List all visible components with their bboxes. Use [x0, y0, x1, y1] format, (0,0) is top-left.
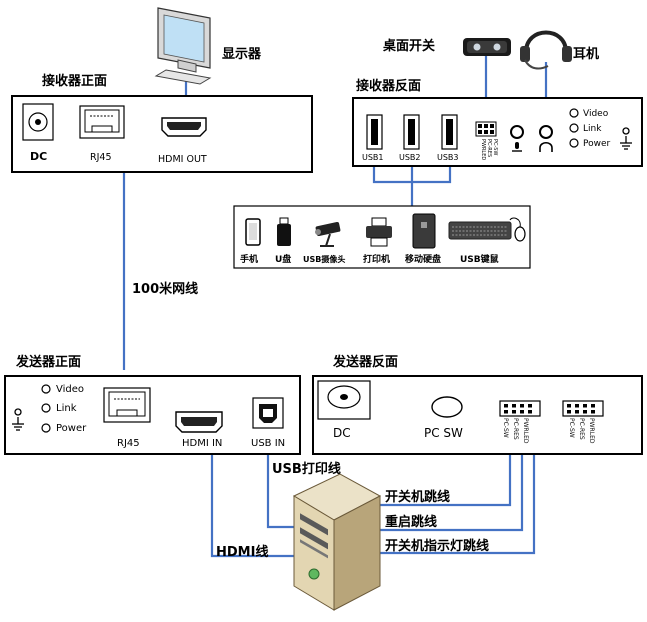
receiver-led-indicators — [569, 108, 579, 148]
usb1-label: USB1 — [362, 153, 384, 162]
power-led-jumper-label: 开关机指示灯跳线 — [385, 538, 489, 554]
receiver-dc-label: DC — [30, 150, 47, 163]
receiver-pin-pcsw-label: PC-SW — [492, 139, 498, 155]
receiver-pin-pwrled-label: PWRLED — [480, 139, 486, 160]
usb-print-cable-label: USB打印线 — [272, 461, 341, 477]
device-camera-label: USB摄像头 — [303, 254, 345, 264]
link-led-icon — [41, 403, 51, 413]
hdmi-in-port-icon — [175, 411, 223, 433]
monitor-icon — [154, 7, 212, 85]
ground-icon — [12, 408, 24, 431]
sender-pin-pcres-label-a: PC-RES — [512, 418, 519, 440]
video-led-icon — [41, 384, 51, 394]
device-usb-drive-label: U盘 — [275, 253, 291, 265]
usb3-label: USB3 — [437, 153, 459, 162]
usb-hub-cable — [372, 165, 452, 206]
sender-front-label: 发送器正面 — [15, 354, 81, 370]
reset-jumper-label: 重启跳线 — [385, 514, 437, 530]
hard-drive-icon — [412, 213, 436, 249]
sender-pin-pcsw-label-a: PC-SW — [502, 418, 509, 438]
phone-icon — [245, 218, 261, 246]
pin-header-icon — [562, 400, 604, 417]
power-led-icon — [41, 423, 51, 433]
video-led-icon — [569, 108, 579, 118]
receiver-video-led-label: Video — [583, 109, 609, 119]
keyboard-mouse-icon — [448, 217, 526, 242]
device-keyboard-mouse-label: USB键鼠 — [460, 253, 499, 265]
link-led-icon — [569, 123, 579, 133]
usb2-label: USB2 — [399, 153, 421, 162]
sender-usb-in-label: USB IN — [251, 438, 285, 449]
sender-dc-label: DC — [333, 426, 351, 440]
pin-header-icon — [499, 400, 541, 417]
device-hard-drive-label: 移动硬盘 — [405, 253, 441, 265]
desk-switch-icon — [463, 38, 511, 56]
cable-lines — [122, 55, 548, 558]
usb-b-port-icon — [252, 397, 284, 429]
ground-icon — [620, 127, 632, 150]
device-phone-label: 手机 — [240, 253, 258, 265]
power-jumper-label: 开关机跳线 — [385, 489, 450, 505]
sender-back-label: 发送器反面 — [332, 354, 398, 370]
headphone-jack-icon — [539, 125, 553, 152]
receiver-hdmi-out-label: HDMI OUT — [158, 154, 207, 165]
rj45-port-icon — [79, 105, 125, 139]
camera-icon — [315, 221, 341, 247]
power-led-icon — [569, 138, 579, 148]
device-printer-label: 打印机 — [363, 253, 390, 265]
receiver-front-label: 接收器正面 — [42, 73, 107, 89]
pc-switch-icon — [431, 396, 463, 418]
receiver-back-label: 接收器反面 — [356, 78, 421, 94]
sender-front-panel — [4, 375, 301, 455]
rj45-port-icon — [103, 387, 151, 423]
computer-tower-icon — [292, 473, 382, 611]
sender-rj45-label: RJ45 — [117, 438, 140, 449]
sender-power-led-label: Power — [56, 423, 87, 434]
printer-icon — [366, 217, 392, 247]
usb-print-cable — [266, 453, 300, 529]
dc-jack-icon — [317, 380, 371, 420]
sender-pin-pcsw-label-b: PC-SW — [568, 418, 575, 438]
sender-pin-pcres-label-b: PC-RES — [578, 418, 585, 440]
receiver-link-led-label: Link — [583, 124, 602, 134]
usb-port-icon — [366, 114, 458, 150]
headset-label: 耳机 — [573, 46, 599, 62]
sender-hdmi-in-label: HDMI IN — [182, 438, 222, 449]
pc-sw-label: PC SW — [424, 426, 463, 440]
power-led-jumper-cable — [372, 416, 536, 555]
microphone-jack-icon — [510, 125, 524, 152]
sender-pin-pwrled-label-b: PWRLED — [588, 418, 595, 444]
sender-pin-pwrled-label-a: PWRLED — [522, 418, 529, 444]
hdmi-out-port-icon — [161, 117, 207, 137]
hdmi-cable-label: HDMI线 — [216, 544, 268, 560]
sender-video-led-label: Video — [56, 384, 84, 395]
receiver-pin-pcres-label: PC-RES — [486, 139, 492, 157]
receiver-rj45-label: RJ45 — [90, 152, 112, 163]
usb-drive-icon — [277, 217, 291, 246]
hdmi-cable — [210, 453, 300, 558]
desk-switch-label: 桌面开关 — [383, 38, 435, 54]
cable-100m-label: 100米网线 — [132, 281, 198, 297]
receiver-power-led-label: Power — [583, 139, 611, 149]
dc-jack-icon — [22, 103, 54, 141]
receiver-front-panel — [11, 95, 313, 173]
receiver-back-panel — [352, 97, 643, 167]
headset-icon — [520, 30, 572, 70]
sender-link-led-label: Link — [56, 403, 77, 414]
pin-header-icon — [475, 121, 497, 137]
monitor-label: 显示器 — [222, 47, 262, 62]
